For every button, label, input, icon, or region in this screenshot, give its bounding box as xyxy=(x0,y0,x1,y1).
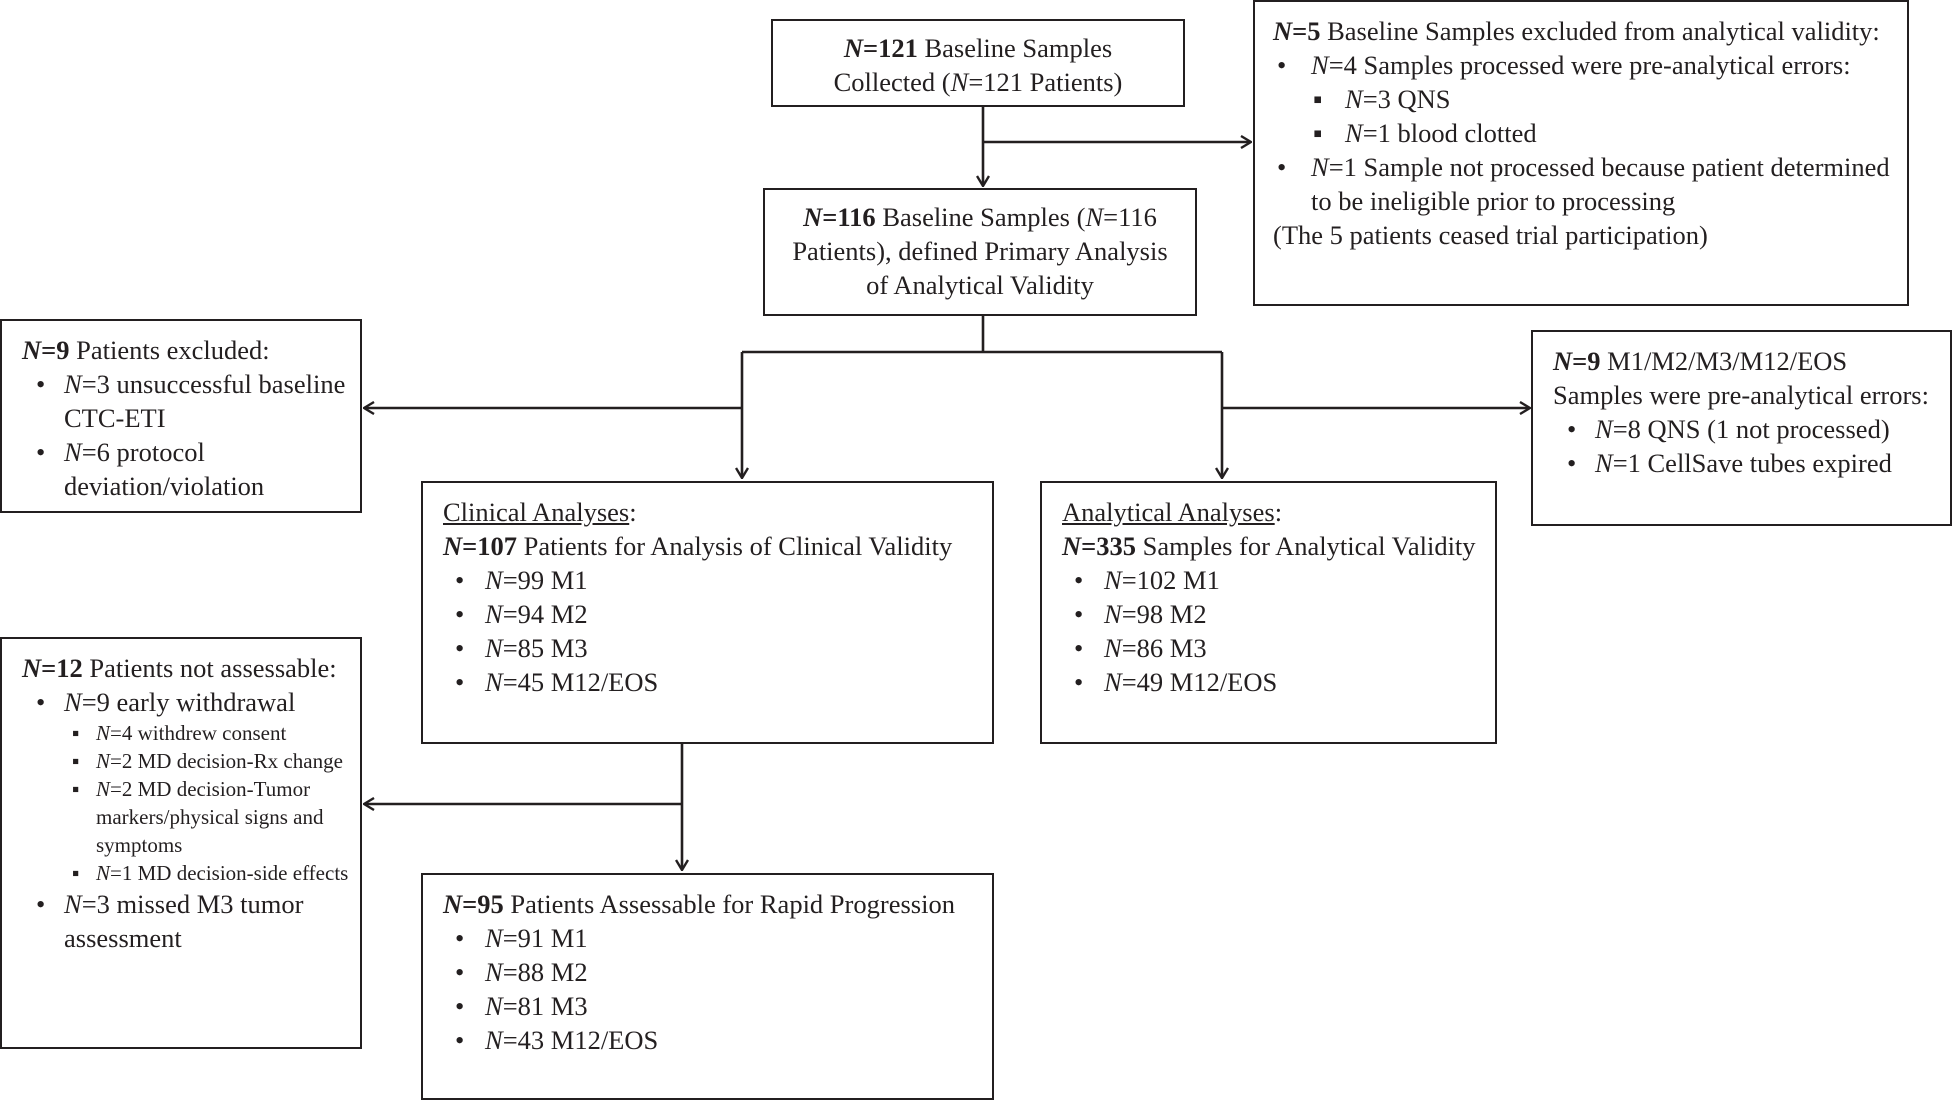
node-baseline-excluded: N=5 Baseline Samples excluded from analy… xyxy=(1253,0,1909,306)
node-primary-analysis: N=116 Baseline Samples (N=116 Patients),… xyxy=(763,188,1197,316)
node-not-assessable: N=12 Patients not assessable: • N=9 earl… xyxy=(0,637,362,1049)
node-patients-excluded: N=9 Patients excluded: • N=3 unsuccessfu… xyxy=(0,319,362,513)
node-analytical-analyses: Analytical Analyses: N=335 Samples for A… xyxy=(1040,481,1497,744)
node-preanalytical-errors: N=9 M1/M2/M3/M12/EOS Samples were pre-an… xyxy=(1531,330,1952,526)
node-rapid-progression: N=95 Patients Assessable for Rapid Progr… xyxy=(421,873,994,1100)
node-baseline-collected: N=121 Baseline Samples Collected (N=121 … xyxy=(771,19,1185,107)
node-clinical-analyses: Clinical Analyses: N=107 Patients for An… xyxy=(421,481,994,744)
